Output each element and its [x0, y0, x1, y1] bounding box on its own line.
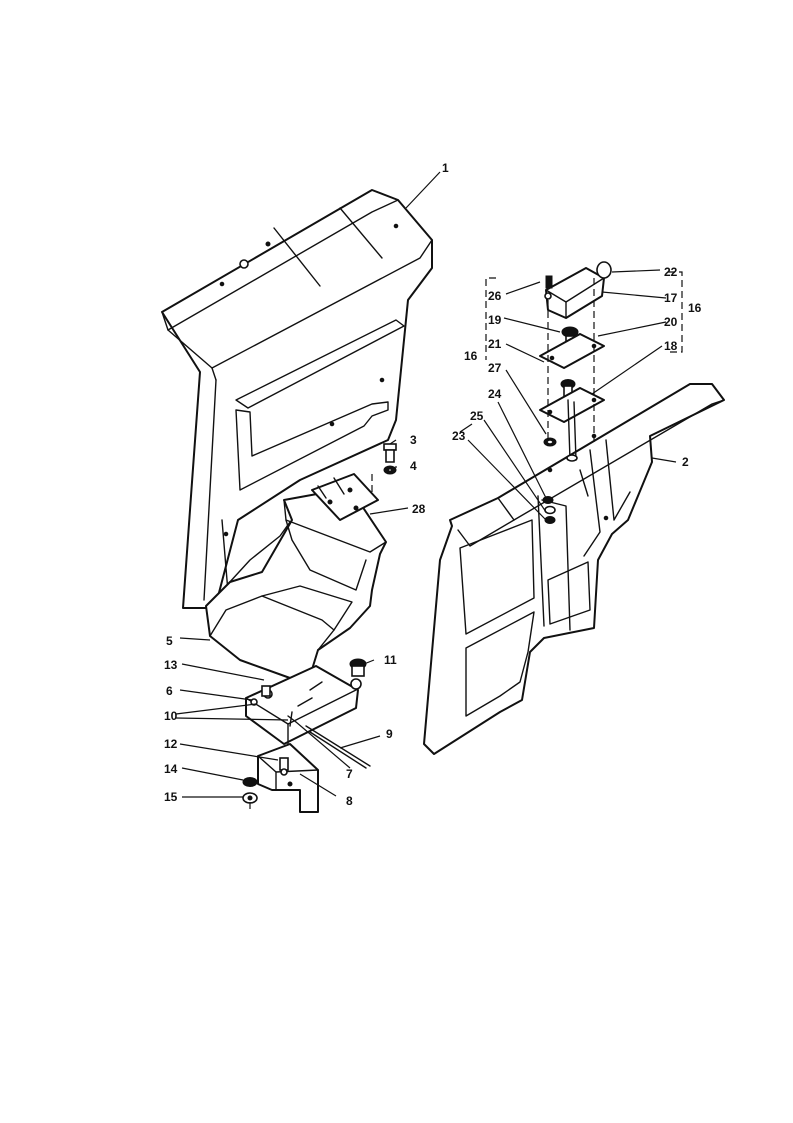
callout-14: 14	[164, 762, 178, 776]
callout-16-left: 16	[464, 349, 478, 363]
callout-18: 18	[664, 339, 678, 353]
callout-15: 15	[164, 790, 178, 804]
callout-24: 24	[488, 387, 502, 401]
callout-26: 26	[488, 289, 502, 303]
bolt-3	[383, 443, 397, 475]
callout-25: 25	[470, 409, 484, 423]
callout-16-right: 16	[688, 301, 702, 315]
knob-11	[349, 658, 367, 677]
callout-2: 2	[682, 455, 689, 469]
callout-13: 13	[164, 658, 178, 672]
callout-28: 28	[412, 502, 426, 516]
control-box-assembly	[539, 261, 612, 524]
seat	[205, 487, 387, 679]
callout-19: 19	[488, 313, 502, 327]
callout-11: 11	[384, 653, 397, 667]
callout-3: 3	[410, 433, 417, 447]
callout-17: 17	[664, 291, 678, 305]
leader-lines	[175, 171, 677, 798]
seat-mount-bracket	[245, 665, 362, 745]
callout-20: 20	[664, 315, 678, 329]
callout-5: 5	[166, 634, 173, 648]
callout-22: 22	[664, 265, 678, 279]
callout-9: 9	[386, 727, 393, 741]
seat-plate	[311, 473, 379, 521]
callout-7: 7	[346, 767, 353, 781]
left-fender	[161, 189, 433, 609]
callout-23: 23	[452, 429, 466, 443]
rod-9	[305, 725, 371, 769]
callout-21: 21	[488, 337, 502, 351]
lower-bracket	[242, 743, 319, 813]
callout-4: 4	[410, 459, 417, 473]
callout-1: 1	[442, 161, 449, 175]
callout-12: 12	[164, 737, 178, 751]
callout-labels: 1 2 3 4 5 6 7 8 9 10 11 12 13 14 15 16 1…	[164, 161, 702, 808]
callout-27: 27	[488, 361, 502, 375]
callout-8: 8	[346, 794, 353, 808]
right-fender	[423, 383, 725, 755]
group-bracket-right	[668, 271, 683, 353]
group-bracket-left	[485, 277, 496, 360]
callout-10: 10	[164, 709, 178, 723]
callout-6: 6	[166, 684, 173, 698]
